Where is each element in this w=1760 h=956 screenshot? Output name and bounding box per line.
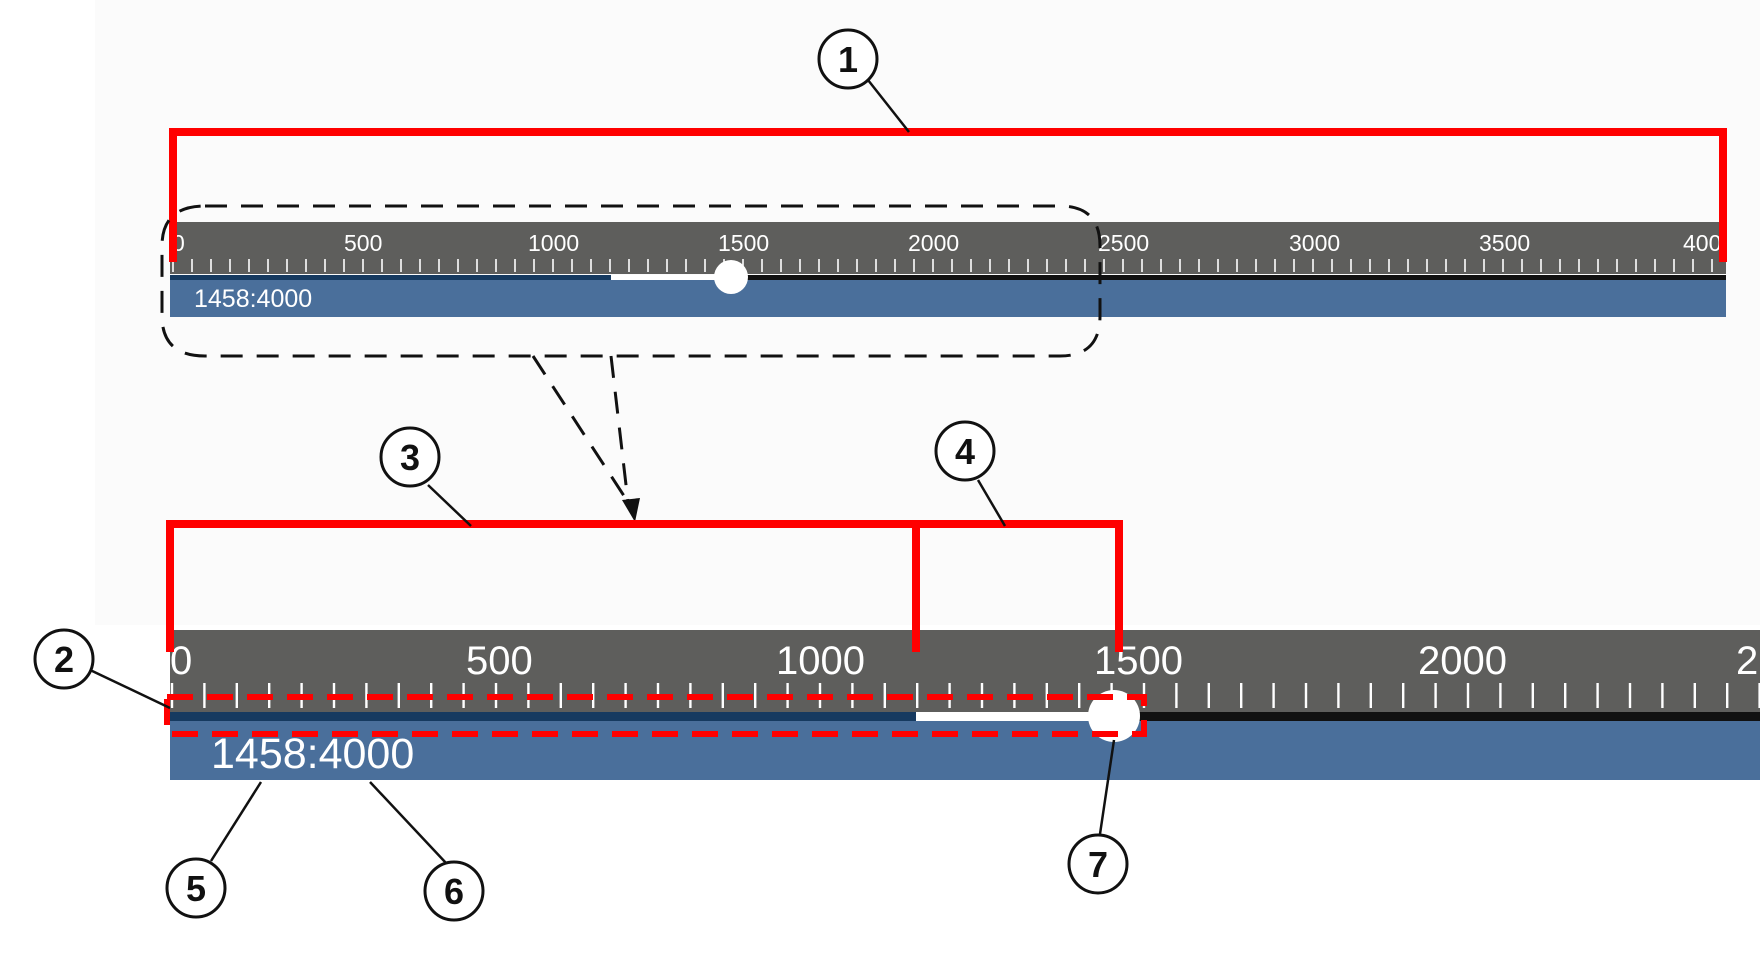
tick-label-500: 500 (344, 230, 382, 256)
buffered-track (916, 712, 1114, 721)
callout-1: 1 (817, 28, 879, 90)
callout-7: 7 (1067, 833, 1129, 895)
tick-label-4000: 400 (1683, 230, 1721, 256)
ruler-bar (170, 630, 1760, 712)
ruler-ticks (172, 259, 1713, 272)
tick-label-3500: 3500 (1479, 230, 1530, 256)
played-track (170, 275, 611, 280)
played-track (170, 712, 916, 721)
svg-text:5: 5 (186, 868, 206, 909)
svg-text:1: 1 (838, 39, 858, 80)
callout-6: 6 (423, 860, 485, 922)
unplayed-track (170, 275, 1726, 280)
tick-label-2000: 2000 (908, 230, 959, 256)
svg-text:6: 6 (444, 871, 464, 912)
tick-label-1500: 1500 (1094, 639, 1183, 683)
time-readout: 1458:4000 (211, 730, 414, 778)
playhead-handle[interactable] (1088, 690, 1140, 742)
status-bar (170, 280, 1726, 317)
leader-lines (87, 79, 1116, 864)
zoom-arrow-head (622, 498, 640, 522)
callout-5: 5 (165, 857, 227, 919)
zoom-connector-line (609, 355, 630, 503)
svg-text:3: 3 (400, 437, 420, 478)
tick-label-500: 500 (466, 639, 533, 683)
svg-text:7: 7 (1088, 844, 1108, 885)
playhead-handle[interactable] (714, 260, 748, 294)
callout-4: 4 (934, 420, 996, 482)
time-readout: 1458:4000 (194, 285, 312, 313)
svg-text:4: 4 (955, 431, 975, 472)
bracket-played-region (166, 520, 1123, 652)
tick-label-2000: 2000 (1418, 639, 1507, 683)
buffered-track (611, 275, 731, 280)
svg-text:2: 2 (54, 639, 74, 680)
tick-label-2500: 2 (1736, 639, 1758, 683)
progress-track-highlight (164, 694, 1147, 737)
ruler-tick-labels: 0 500 1000 1500 2000 2500 3000 3500 400 (172, 230, 1721, 256)
tick-label-1500: 1500 (718, 230, 769, 256)
tick-label-3000: 3000 (1289, 230, 1340, 256)
tick-label-1000: 1000 (776, 639, 865, 683)
timeline-zoomed[interactable]: 0 500 1000 1500 2000 2 1458:4000 (170, 630, 1760, 785)
tick-label-2500: 2500 (1098, 230, 1149, 256)
ruler-bar (170, 222, 1726, 274)
tick-label-1000: 1000 (528, 230, 579, 256)
timeline-full[interactable]: 0 500 1000 1500 2000 2500 3000 3500 400 … (170, 222, 1726, 317)
callout-2: 2 (33, 628, 95, 690)
tick-label-0: 0 (170, 639, 192, 683)
status-bar (170, 721, 1760, 780)
zoom-connector-line (531, 355, 630, 503)
bracket-full-timeline (169, 128, 1727, 262)
zoom-selection-box (160, 204, 1102, 358)
callout-3: 3 (379, 426, 441, 488)
